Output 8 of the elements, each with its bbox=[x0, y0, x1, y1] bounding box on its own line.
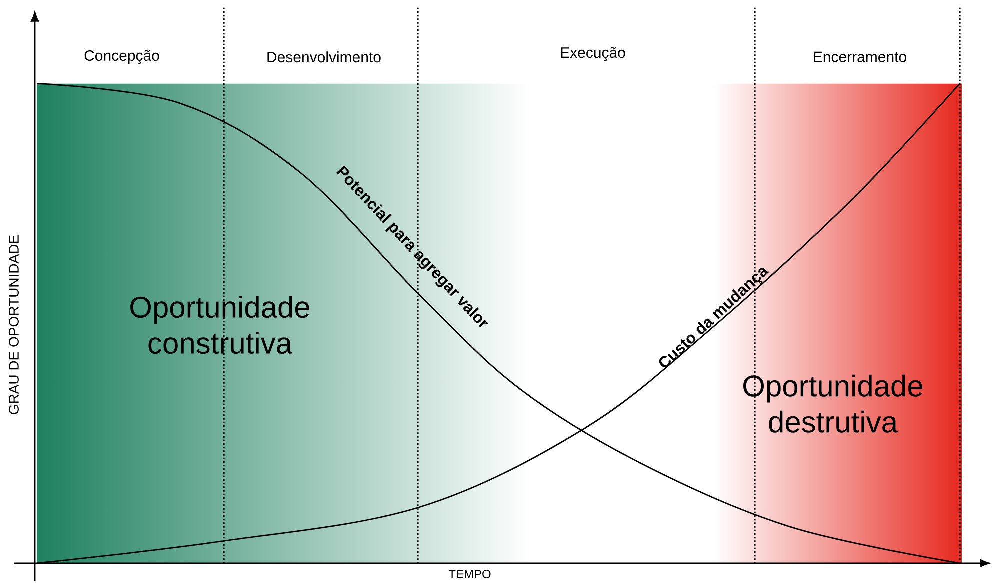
phase-label: Desenvolvimento bbox=[268, 52, 381, 63]
axis-label: TEMPO bbox=[448, 570, 491, 578]
area-label: Oportunidade construtiva bbox=[130, 296, 310, 354]
phase-label: Encerramento bbox=[814, 52, 906, 62]
area-label: Oportunidade destrutiva bbox=[744, 374, 923, 433]
phase-label: Concepção bbox=[84, 50, 160, 64]
axis-label: GRAU DE OPORTUNIDADE bbox=[9, 236, 19, 414]
phase-label: Execução bbox=[561, 47, 626, 62]
